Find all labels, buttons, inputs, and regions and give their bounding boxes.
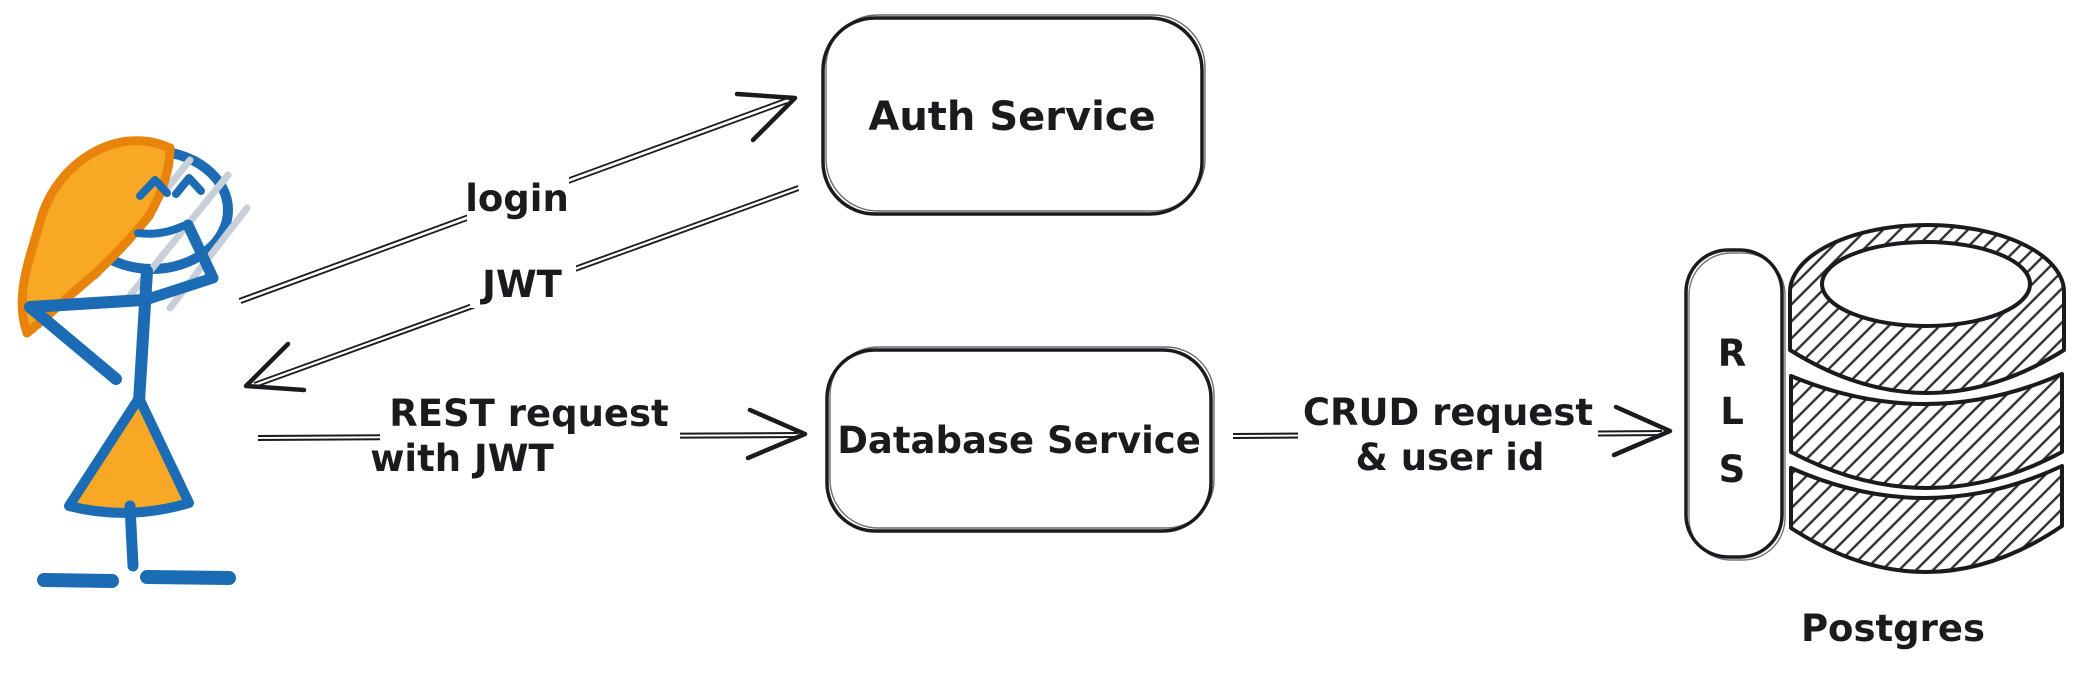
jwt-arrow-label: JWT [479, 263, 563, 306]
user-eye-right [172, 174, 205, 198]
rls-letter-l: L [1720, 390, 1744, 433]
auth-service-box-sketch [825, 14, 1206, 212]
arrow-crud: CRUD request & user id [1232, 388, 1673, 479]
rls-letter-s: S [1719, 448, 1746, 491]
rls-box [1684, 248, 1784, 559]
login-arrow-label: login [465, 177, 569, 220]
user-arm-left [24, 294, 149, 385]
cylinder-bottom-band [1789, 464, 2064, 574]
rls-letter-r: R [1718, 332, 1747, 375]
rest-label-bg [380, 390, 680, 480]
user-foot-left [37, 573, 119, 588]
arrow-rest: REST request with JWT [257, 390, 808, 480]
rest-arrow-label-line2: with JWT [370, 437, 554, 480]
postgres-node: Postgres [1788, 223, 2066, 650]
database-service-node: Database Service [825, 346, 1215, 533]
user-foot-right [140, 570, 236, 585]
rls-box-sketch [1688, 252, 1786, 561]
auth-service-label: Auth Service [868, 94, 1155, 140]
user-arm-right [139, 219, 219, 306]
user-figure [17, 136, 251, 588]
jwt-label-bg [470, 256, 576, 308]
cylinder-top-face [1820, 240, 2032, 328]
arrowhead [745, 407, 808, 461]
user-skirt [64, 393, 194, 518]
rls-node: R L S [1684, 248, 1786, 561]
auth-service-box [821, 16, 1204, 216]
database-service-label: Database Service [837, 419, 1201, 462]
crud-arrow-label-line1: CRUD request [1303, 391, 1593, 434]
arrowhead [734, 91, 798, 143]
arrowhead [243, 341, 307, 393]
database-service-box [825, 348, 1213, 533]
user-hair [17, 136, 175, 338]
auth-service-node: Auth Service [821, 14, 1206, 216]
user-face [134, 174, 205, 238]
crud-label-bg [1298, 388, 1598, 478]
arrowhead [1611, 404, 1673, 458]
arrow-login: login [238, 91, 798, 304]
rest-arrow-label-line1: REST request [389, 392, 669, 435]
cylinder-middle-band [1789, 372, 2064, 490]
user-leg [124, 500, 139, 572]
user-smile [134, 222, 187, 238]
postgres-label: Postgres [1801, 607, 1985, 650]
database-service-box-sketch [829, 346, 1215, 529]
database-cylinder-icon [1788, 223, 2066, 574]
crud-arrow-label-line2: & user id [1356, 436, 1545, 479]
login-label-bg [467, 170, 569, 226]
user-eye-left [136, 176, 171, 200]
arrow-jwt: JWT [243, 185, 800, 393]
